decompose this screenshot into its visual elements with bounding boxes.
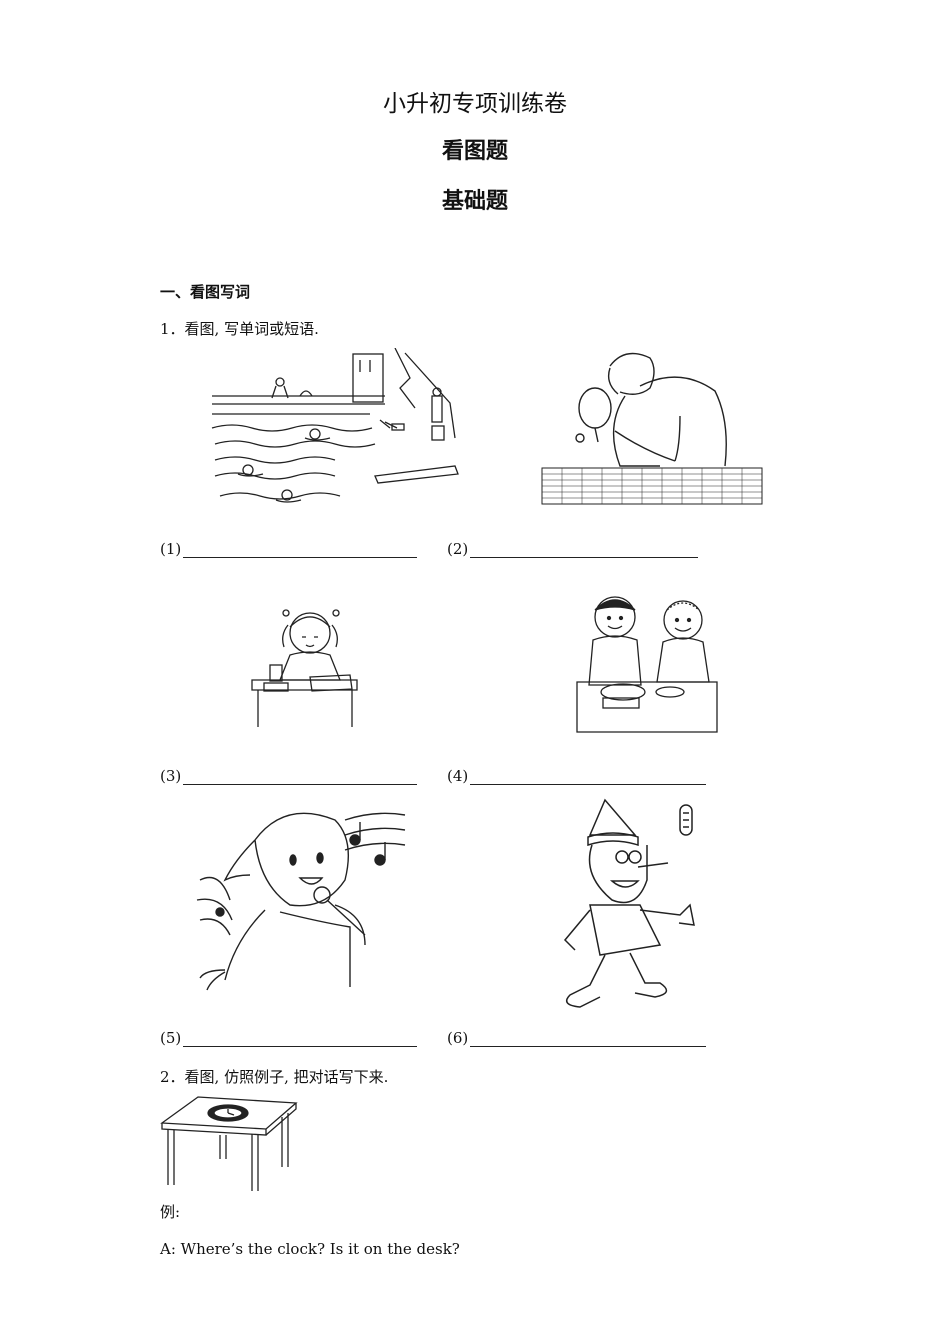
answer-line[interactable] xyxy=(183,543,418,558)
answer-line[interactable] xyxy=(470,543,699,558)
singing-picture xyxy=(195,800,410,995)
answer-number: (2) xyxy=(447,540,469,558)
answer-line[interactable] xyxy=(183,770,418,785)
swimming-pool-picture xyxy=(210,348,460,513)
pinocchio-picture xyxy=(530,795,700,1015)
cooking-picture xyxy=(575,592,720,737)
section-heading: 一、看图写词 xyxy=(160,283,251,301)
answer-number: (1) xyxy=(160,540,182,558)
answer-line[interactable] xyxy=(183,1032,418,1047)
question-1: 1．看图, 写单词或短语. xyxy=(160,320,319,338)
answer-blank-4[interactable]: (4) xyxy=(447,767,707,785)
answer-blank-6[interactable]: (6) xyxy=(447,1029,707,1047)
answer-number: (4) xyxy=(447,767,469,785)
ping-pong-picture xyxy=(540,346,765,508)
answer-line[interactable] xyxy=(470,1032,707,1047)
answer-blank-2[interactable]: (2) xyxy=(447,540,699,558)
answer-number: (3) xyxy=(160,767,182,785)
answer-blank-3[interactable]: (3) xyxy=(160,767,418,785)
answer-blank-1[interactable]: (1) xyxy=(160,540,418,558)
question-2: 2．看图, 仿照例子, 把对话写下来. xyxy=(160,1068,389,1086)
example-label: 例: xyxy=(160,1203,181,1221)
paper-level: 基础题 xyxy=(441,189,508,214)
answer-line[interactable] xyxy=(470,770,707,785)
answer-blank-5[interactable]: (5) xyxy=(160,1029,418,1047)
answer-number: (6) xyxy=(447,1029,469,1047)
paper-subtitle: 看图题 xyxy=(441,139,508,164)
paper-title: 小升初专项训练卷 xyxy=(383,91,567,117)
homework-picture xyxy=(250,605,360,730)
clock-on-desk-picture xyxy=(160,1095,300,1195)
dialog-line-a: A: Where’s the clock? Is it on the desk? xyxy=(160,1240,460,1258)
answer-number: (5) xyxy=(160,1029,182,1047)
